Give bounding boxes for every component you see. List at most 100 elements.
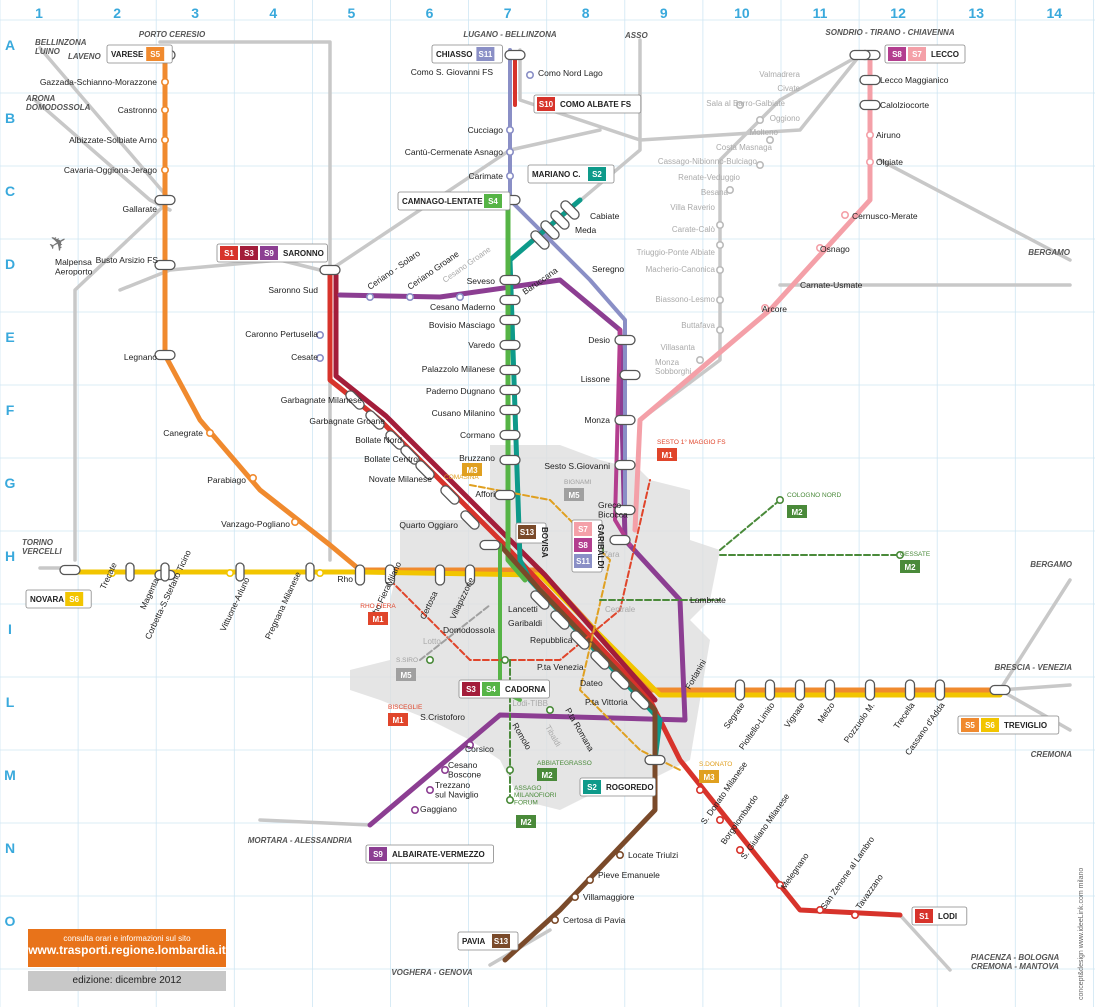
station [108,568,117,577]
station-interchange [59,564,81,576]
line-badge-s4 [482,682,500,696]
metro-badge-m5a[interactable]: M5 BIGNAMI [564,479,592,501]
grid-column-label: 11 [813,5,828,21]
station-label-lissone: Lissone [581,374,611,384]
station-label-albizzate: Albizzate-Solbiate Arno [69,135,157,145]
station-interchange [609,534,631,546]
station [315,568,324,577]
metro-badge-m5b[interactable]: M5S.SIRO [396,657,418,681]
station-label-airuno: Airuno [876,130,901,140]
metro-line-badge [388,713,408,726]
station-label-villasanta: Villasanta [660,343,695,352]
station-interchange [904,679,916,701]
grid-row-label: G [5,475,16,491]
info-banner[interactable]: consulta orari e informazioni sul sito w… [28,929,226,967]
line-badge-label: S4 [486,685,496,694]
direction-label-bergamo2: BERGAMO [1030,560,1073,569]
terminal-name: PAVIA [462,937,485,946]
grey-line-busto [118,258,322,292]
metro-line-badge [368,612,388,625]
terminal-name: LODI [938,912,957,921]
terminal-name: MARIANO C. [532,170,580,179]
station-interchange [619,369,641,381]
line-badge-label: S11 [479,50,493,59]
station-label-carimate: Carimate [469,171,504,181]
terminal-name: CADORNA [505,685,546,694]
station-label-bollate_nord: Bollate Nord [355,435,402,445]
station-interchange [464,564,476,586]
metro-badge-m3b[interactable]: M3S.DONATO [699,761,732,783]
line-badge-label: S9 [264,249,274,258]
station-label-civate: Civate [777,84,800,93]
station-label-dateo: Dateo [580,678,603,688]
station-label-lancetti: Lancetti [508,604,538,614]
metro-line-label: M2 [904,563,916,572]
metro-line-label: M5 [568,491,580,500]
terminal-name: CAMNAGO-LENTATE [402,197,483,206]
station-label-trecella: Trecella [891,700,917,730]
station-interchange [499,384,521,396]
grey-line-mortara [258,818,372,827]
line-s3 [333,272,658,703]
info-website-link[interactable]: www.trasporti.regione.lombardia.it [28,943,226,957]
metro-line-badge [900,560,920,573]
station-label-cesano_maderno: Cesano Maderno [430,302,495,312]
metro-line-badge [462,463,482,476]
metro-station-label: BIGNAMI [564,479,592,486]
info-line1: consulta orari e informazioni sul sito [63,934,191,943]
station [545,705,554,714]
line-s11 [508,48,627,512]
terminal-box-mariano[interactable]: MARIANO C.S2 [527,164,615,184]
station-grey [695,355,704,364]
station-interchange [560,200,580,220]
metro-line-m2a [719,499,781,551]
station-label-garbagnate_groane: Garbagnate Groane [309,416,385,426]
station-interchange [499,364,521,376]
line-badge-label: S9 [373,850,383,859]
station-label-certosa_pavia: Certosa di Pavia [563,915,626,925]
station-label-villa_raverio: Villa Raverio [670,203,715,212]
grey-line-malpensa [73,198,172,562]
metro-station-label: ABBIATEGRASSO [537,760,592,767]
line-badge-s13 [492,934,510,948]
station-label-como_nord: Como Nord Lago [538,68,603,78]
station-label-sala: Sala al Barro-Galbiate [706,99,785,108]
station-interchange [644,754,666,766]
station-interchange [499,339,521,351]
grid-row-label: C [5,183,15,199]
station [315,353,324,362]
station-label-corsico: Corsico [465,744,494,754]
grid-column-label: 1 [35,5,43,21]
metro-line-badge [564,488,584,501]
station-label-rho: Rho [337,574,353,584]
grid-row-label: N [5,840,15,856]
direction-label-brescia: BRESCIA - VENEZIA [995,663,1073,672]
